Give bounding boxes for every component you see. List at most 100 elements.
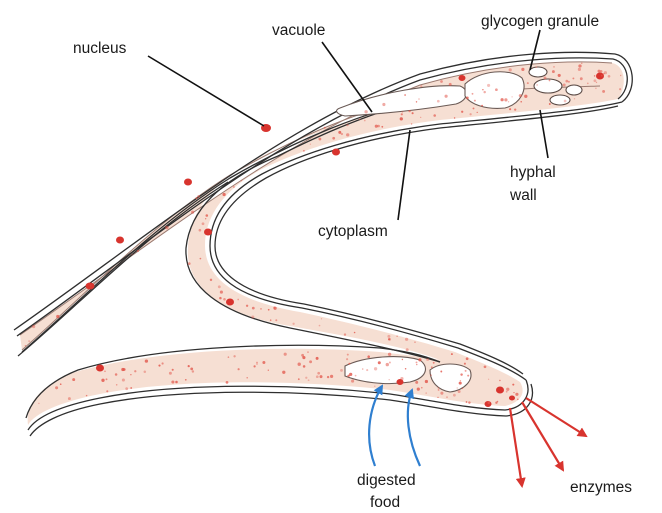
cytoplasm-speck [90,285,91,286]
cytoplasm-speck [226,381,229,384]
cytoplasm-speck [495,402,497,404]
cytoplasm-speck [292,323,294,325]
cytoplasm-speck [106,378,108,380]
cytoplasm-speck [316,357,319,360]
cytoplasm-speck [483,91,485,93]
cytoplasm-speck [172,369,174,371]
cytoplasm-speck [587,83,589,85]
cytoplasm-speck [268,370,269,371]
cytoplasm-speck [282,371,285,374]
cytoplasm-speck [346,358,348,360]
cytoplasm-speck [137,250,139,252]
nucleus-7 [226,299,234,306]
cytoplasm-speck [241,180,243,182]
cytoplasm-speck [330,375,333,378]
cytoplasm-speck [430,374,432,376]
cytoplasm-speck [220,291,223,294]
cytoplasm-speck [508,101,509,102]
cytoplasm-region [20,62,624,425]
cytoplasm-speck [474,100,476,102]
cytoplasm-speck [175,381,178,384]
cytoplasm-speck [595,88,597,90]
cytoplasm-speck [303,150,305,152]
cytoplasm-speck [130,374,131,375]
nucleus-4 [86,283,95,290]
enzyme-arrow-2 [522,402,563,470]
cytoplasm-speck [458,390,461,393]
cytoplasm-speck [466,97,469,100]
cytoplasm-speck [511,96,512,97]
cytoplasm-speck [504,98,507,101]
hyphal-wall-bend-outer [210,102,622,380]
cytoplasm-speck [60,383,62,385]
cytoplasm-speck [536,66,537,67]
cytoplasm-speck [171,380,174,383]
cytoplasm-speck [425,392,427,394]
cytoplasm-speck [104,370,106,372]
cytoplasm-speck [309,360,312,363]
cytoplasm-speck [316,375,319,378]
cytoplasm-speck [115,373,118,376]
nucleus-8 [96,365,104,372]
cytoplasm-speck [130,387,132,389]
label-glycogen-granule: glycogen granule [481,13,599,30]
cytoplasm-speck [524,95,527,98]
cytoplasm-speck [437,397,438,398]
cytoplasm-speck [469,113,471,115]
cytoplasm-speck [362,368,364,370]
cytoplasm-speck [467,375,469,377]
cytoplasm-speck [506,391,508,393]
cytoplasm-speck [602,90,605,93]
nucleus-2 [184,179,192,186]
cytoplasm-speck [196,197,198,199]
glycogen-granule [550,95,570,105]
cytoplasm-speck [465,370,467,372]
cytoplasm-speck [72,378,75,381]
cytoplasm-speck [303,365,306,368]
cytoplasm-speck [144,370,147,373]
cytoplasm-speck [461,111,463,113]
nucleus-9 [596,73,604,80]
glycogen-granule [566,85,582,95]
cytoplasm-speck [298,363,301,366]
cytoplasm-speck [416,101,417,102]
cytoplasm-speck [549,103,551,105]
cytoplasm-speck [472,93,474,95]
cytoplasm-speck [246,377,248,379]
cytoplasm-speck [440,80,443,83]
cytoplasm-speck [401,113,403,115]
cytoplasm-speck [206,214,209,217]
cytoplasm-speck [284,353,287,356]
cytoplasm-speck [568,81,570,83]
cytoplasm-speck [332,137,335,140]
cytoplasm-speck [381,126,383,128]
cytoplasm-speck [468,401,470,403]
cytoplasm-speck [28,340,29,341]
cytoplasm-speck [348,363,350,365]
cytoplasm-speck [484,365,487,368]
cytoplasm-speck [445,95,448,98]
enzyme-arrow-1 [510,408,522,486]
cytoplasm-speck [68,397,71,400]
cytoplasm-speck [145,359,148,362]
cytoplasm-speck [405,338,408,341]
cytoplasm-speck [200,258,202,260]
cytoplasm-speck [509,108,511,110]
cytoplasm-speck [55,386,58,389]
cytoplasm-speck [302,356,305,359]
enzyme-arrow-3 [526,398,586,436]
cytoplasm-speck [386,363,389,366]
glycogen-granule [529,67,547,77]
cytoplasm-speck [558,74,561,77]
cytoplasm-speck [415,381,418,384]
label-digested: digested [357,472,416,489]
label-vacuole: vacuole [272,22,325,39]
cytoplasm-speck [552,70,555,73]
cytoplasm-speck [408,110,410,112]
cytoplasm-speck [449,83,452,86]
food-arrow-2 [408,390,420,466]
cytoplasm-speck [202,222,205,225]
cytoplasm-speck [619,88,621,90]
cytoplasm-speck [188,262,191,265]
